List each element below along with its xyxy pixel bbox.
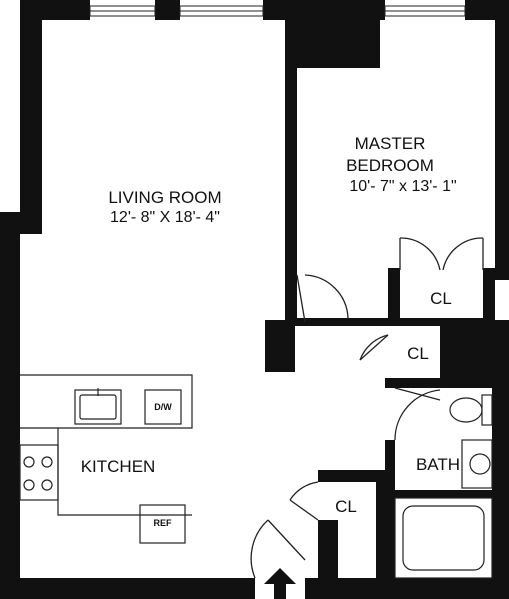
wall-left-lower <box>0 212 20 599</box>
bath-door-swing <box>394 389 441 441</box>
entry-arrow <box>264 568 296 599</box>
wall-top-bedroom <box>285 0 385 20</box>
entry-closet-label: CL <box>335 497 357 516</box>
wall-entry-closet-top <box>318 470 388 482</box>
living-room-label: LIVING ROOM <box>108 188 222 207</box>
burner-2 <box>41 456 53 468</box>
wall-bottom-right <box>305 578 509 599</box>
bath-sink-basin <box>469 453 491 475</box>
bath-label: BATH <box>415 455 461 474</box>
bedroom-closet-swing-left <box>399 237 441 271</box>
entry-door-swing <box>250 519 269 579</box>
wall-left-upper <box>20 0 42 215</box>
wall-partition-top <box>285 0 297 322</box>
stove-range <box>19 444 59 501</box>
entry-door-leaf <box>267 519 306 561</box>
bedroom-label-line1: MASTER <box>354 134 426 153</box>
entry-closet-door-leaf <box>289 499 319 521</box>
wall-bedroom-corner <box>285 20 380 68</box>
dishwasher-label: D/W <box>154 402 172 412</box>
refrigerator-label: REF <box>153 518 172 528</box>
wall-top-far-right <box>465 0 495 20</box>
burner-4 <box>41 479 53 491</box>
kitchen-fixtures <box>19 374 193 544</box>
kitchen-sink-basin <box>79 394 117 420</box>
wall-right-upper <box>495 0 509 280</box>
bedroom-door-swing <box>304 274 349 319</box>
toilet-tank <box>481 394 493 426</box>
hall-closet-door-leaf <box>359 334 389 361</box>
wall-bath-left <box>385 440 395 599</box>
bath-sink <box>461 439 493 489</box>
bathtub <box>394 497 493 579</box>
wall-bedroom-closet-left <box>388 268 400 326</box>
wall-top-mid <box>155 0 180 20</box>
entry-arrow-icon <box>264 568 296 599</box>
bath-door-leaf <box>394 387 441 401</box>
wall-right-lower <box>492 320 509 599</box>
windows <box>89 5 466 17</box>
burner-1 <box>23 456 35 468</box>
entry-closet-door-swing <box>289 481 319 501</box>
refrigerator <box>139 504 186 544</box>
hall-closet-door-swing <box>359 334 389 361</box>
bedroom-closet-label: CL <box>430 289 452 308</box>
wall-hall-closet-bottom <box>385 378 495 388</box>
wall-hall-closet <box>440 325 495 380</box>
wall-bath-divider <box>395 490 492 498</box>
bathtub-inner <box>402 505 485 571</box>
wall-partition-end <box>265 320 295 372</box>
bedroom-dimensions: 10'- 7" x 13'- 1" <box>349 178 457 195</box>
kitchen-label: KITCHEN <box>80 457 156 476</box>
bedroom-label-line2: BEDROOM <box>346 156 434 175</box>
bedroom-closet-swing-right <box>442 237 484 271</box>
hall-closet-label: CL <box>407 344 429 363</box>
bath-fixtures <box>394 394 493 579</box>
kitchen-counter <box>20 374 193 516</box>
wall-bedroom-closet-right <box>483 268 495 326</box>
dishwasher <box>144 389 182 425</box>
burner-3 <box>23 479 35 491</box>
toilet-bowl <box>449 397 483 423</box>
wall-bottom-left <box>0 578 255 599</box>
wall-entry-closet-right <box>376 470 388 599</box>
living-room-dimensions: 12'- 8" X 18'- 4" <box>110 209 220 226</box>
doors <box>250 237 484 579</box>
bedroom-door-leaf <box>296 274 306 323</box>
